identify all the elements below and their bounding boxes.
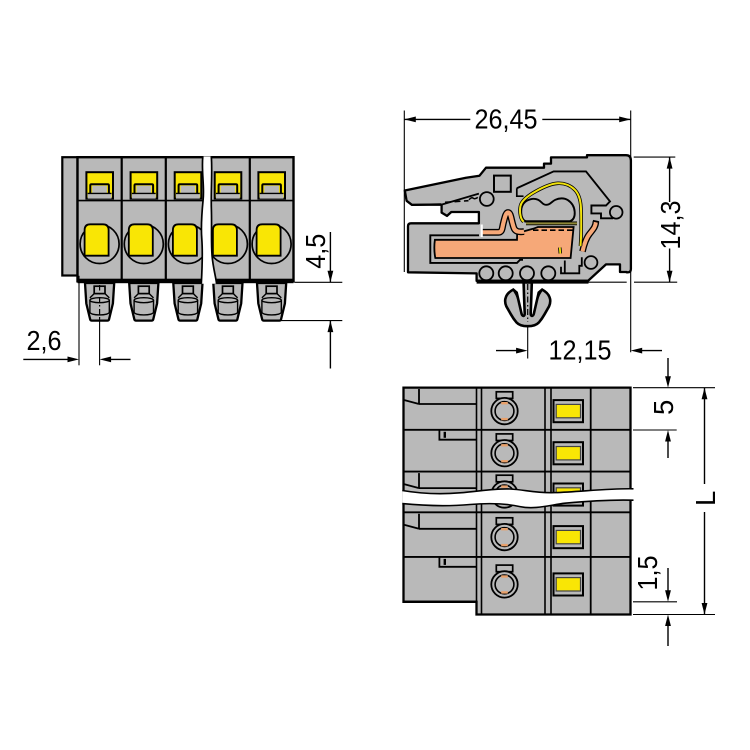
svg-text:5: 5 [648,400,679,415]
svg-text:12,15: 12,15 [549,335,612,366]
svg-text:1,5: 1,5 [632,556,663,591]
svg-text:4,5: 4,5 [300,234,331,269]
svg-text:2,6: 2,6 [27,325,62,356]
svg-text:26,45: 26,45 [475,104,538,135]
svg-text:L: L [690,491,721,506]
svg-text:14,3: 14,3 [655,201,686,250]
